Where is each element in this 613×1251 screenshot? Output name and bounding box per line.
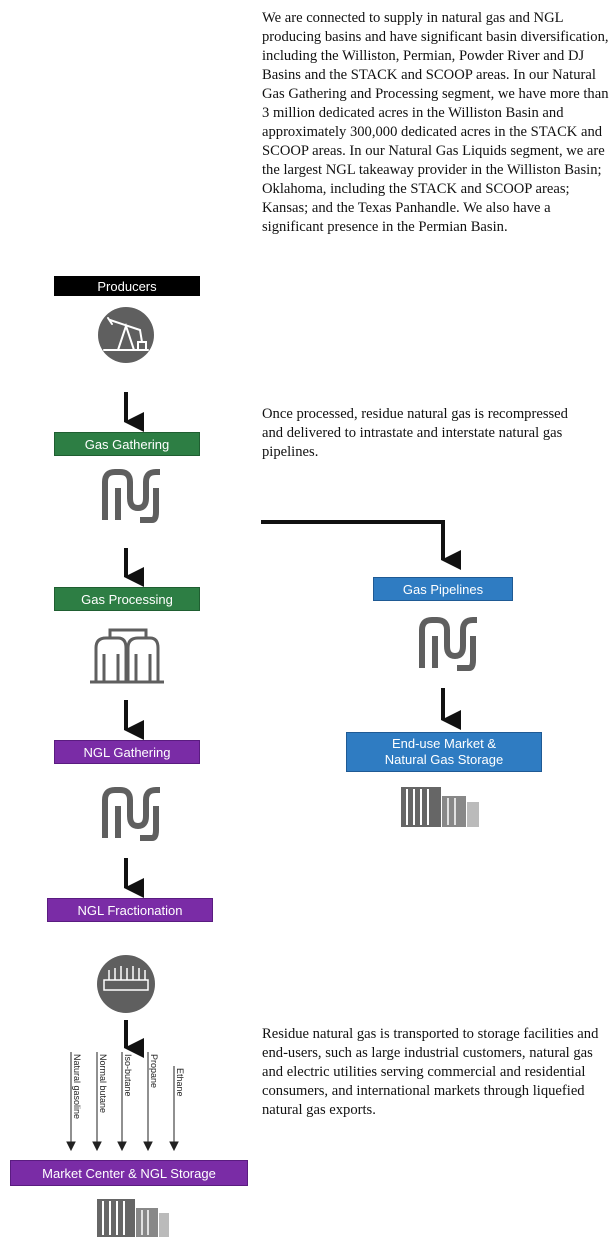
gas-pipelines-box: Gas Pipelines	[373, 577, 513, 601]
end-use-label-line2: Natural Gas Storage	[384, 752, 504, 767]
gas-gathering-box: Gas Gathering	[54, 432, 200, 456]
product-label-natural-gasoline: Natural gasoline	[72, 1054, 82, 1119]
residue-gas-description: Residue natural gas is transported to st…	[262, 1026, 599, 1118]
fractionator-icon	[97, 955, 155, 1013]
producers-box: Producers	[54, 276, 200, 296]
supply-description: We are connected to supply in natural ga…	[262, 10, 609, 235]
product-lines	[66, 1052, 179, 1152]
storage-tanks-icon-2	[401, 787, 479, 827]
pipe-icon-2	[102, 787, 160, 841]
product-label-ethane: Ethane	[175, 1068, 185, 1097]
pipe-icon-3	[419, 617, 477, 671]
end-use-market-box: End-use Market & Natural Gas Storage	[346, 732, 542, 772]
processing-description: Once processed, residue natural gas is r…	[262, 406, 568, 460]
ngl-gathering-box: NGL Gathering	[54, 740, 200, 764]
market-center-box: Market Center & NGL Storage	[10, 1160, 248, 1186]
pipe-icon	[102, 469, 160, 523]
market-center-label: Market Center & NGL Storage	[42, 1165, 216, 1181]
product-label-normal-butane: Normal butane	[98, 1054, 108, 1113]
product-label-iso-butane: Iso-butane	[123, 1054, 133, 1097]
storage-tanks-icon	[97, 1199, 169, 1237]
gas-pipelines-label: Gas Pipelines	[402, 581, 484, 597]
gas-processing-box: Gas Processing	[54, 587, 200, 611]
arrow-to-gas-pipelines	[261, 520, 461, 570]
ngl-gathering-label: NGL Gathering	[83, 744, 171, 760]
producers-label: Producers	[97, 278, 157, 294]
gas-processing-label: Gas Processing	[81, 591, 173, 607]
product-label-propane: Propane	[149, 1054, 159, 1088]
processing-tanks-icon	[90, 628, 164, 684]
ngl-fractionation-label: NGL Fractionation	[77, 902, 183, 918]
ngl-fractionation-box: NGL Fractionation	[47, 898, 213, 922]
gas-gathering-label: Gas Gathering	[84, 436, 170, 452]
end-use-label-line1: End-use Market &	[391, 736, 497, 751]
pumpjack-icon	[98, 307, 154, 363]
